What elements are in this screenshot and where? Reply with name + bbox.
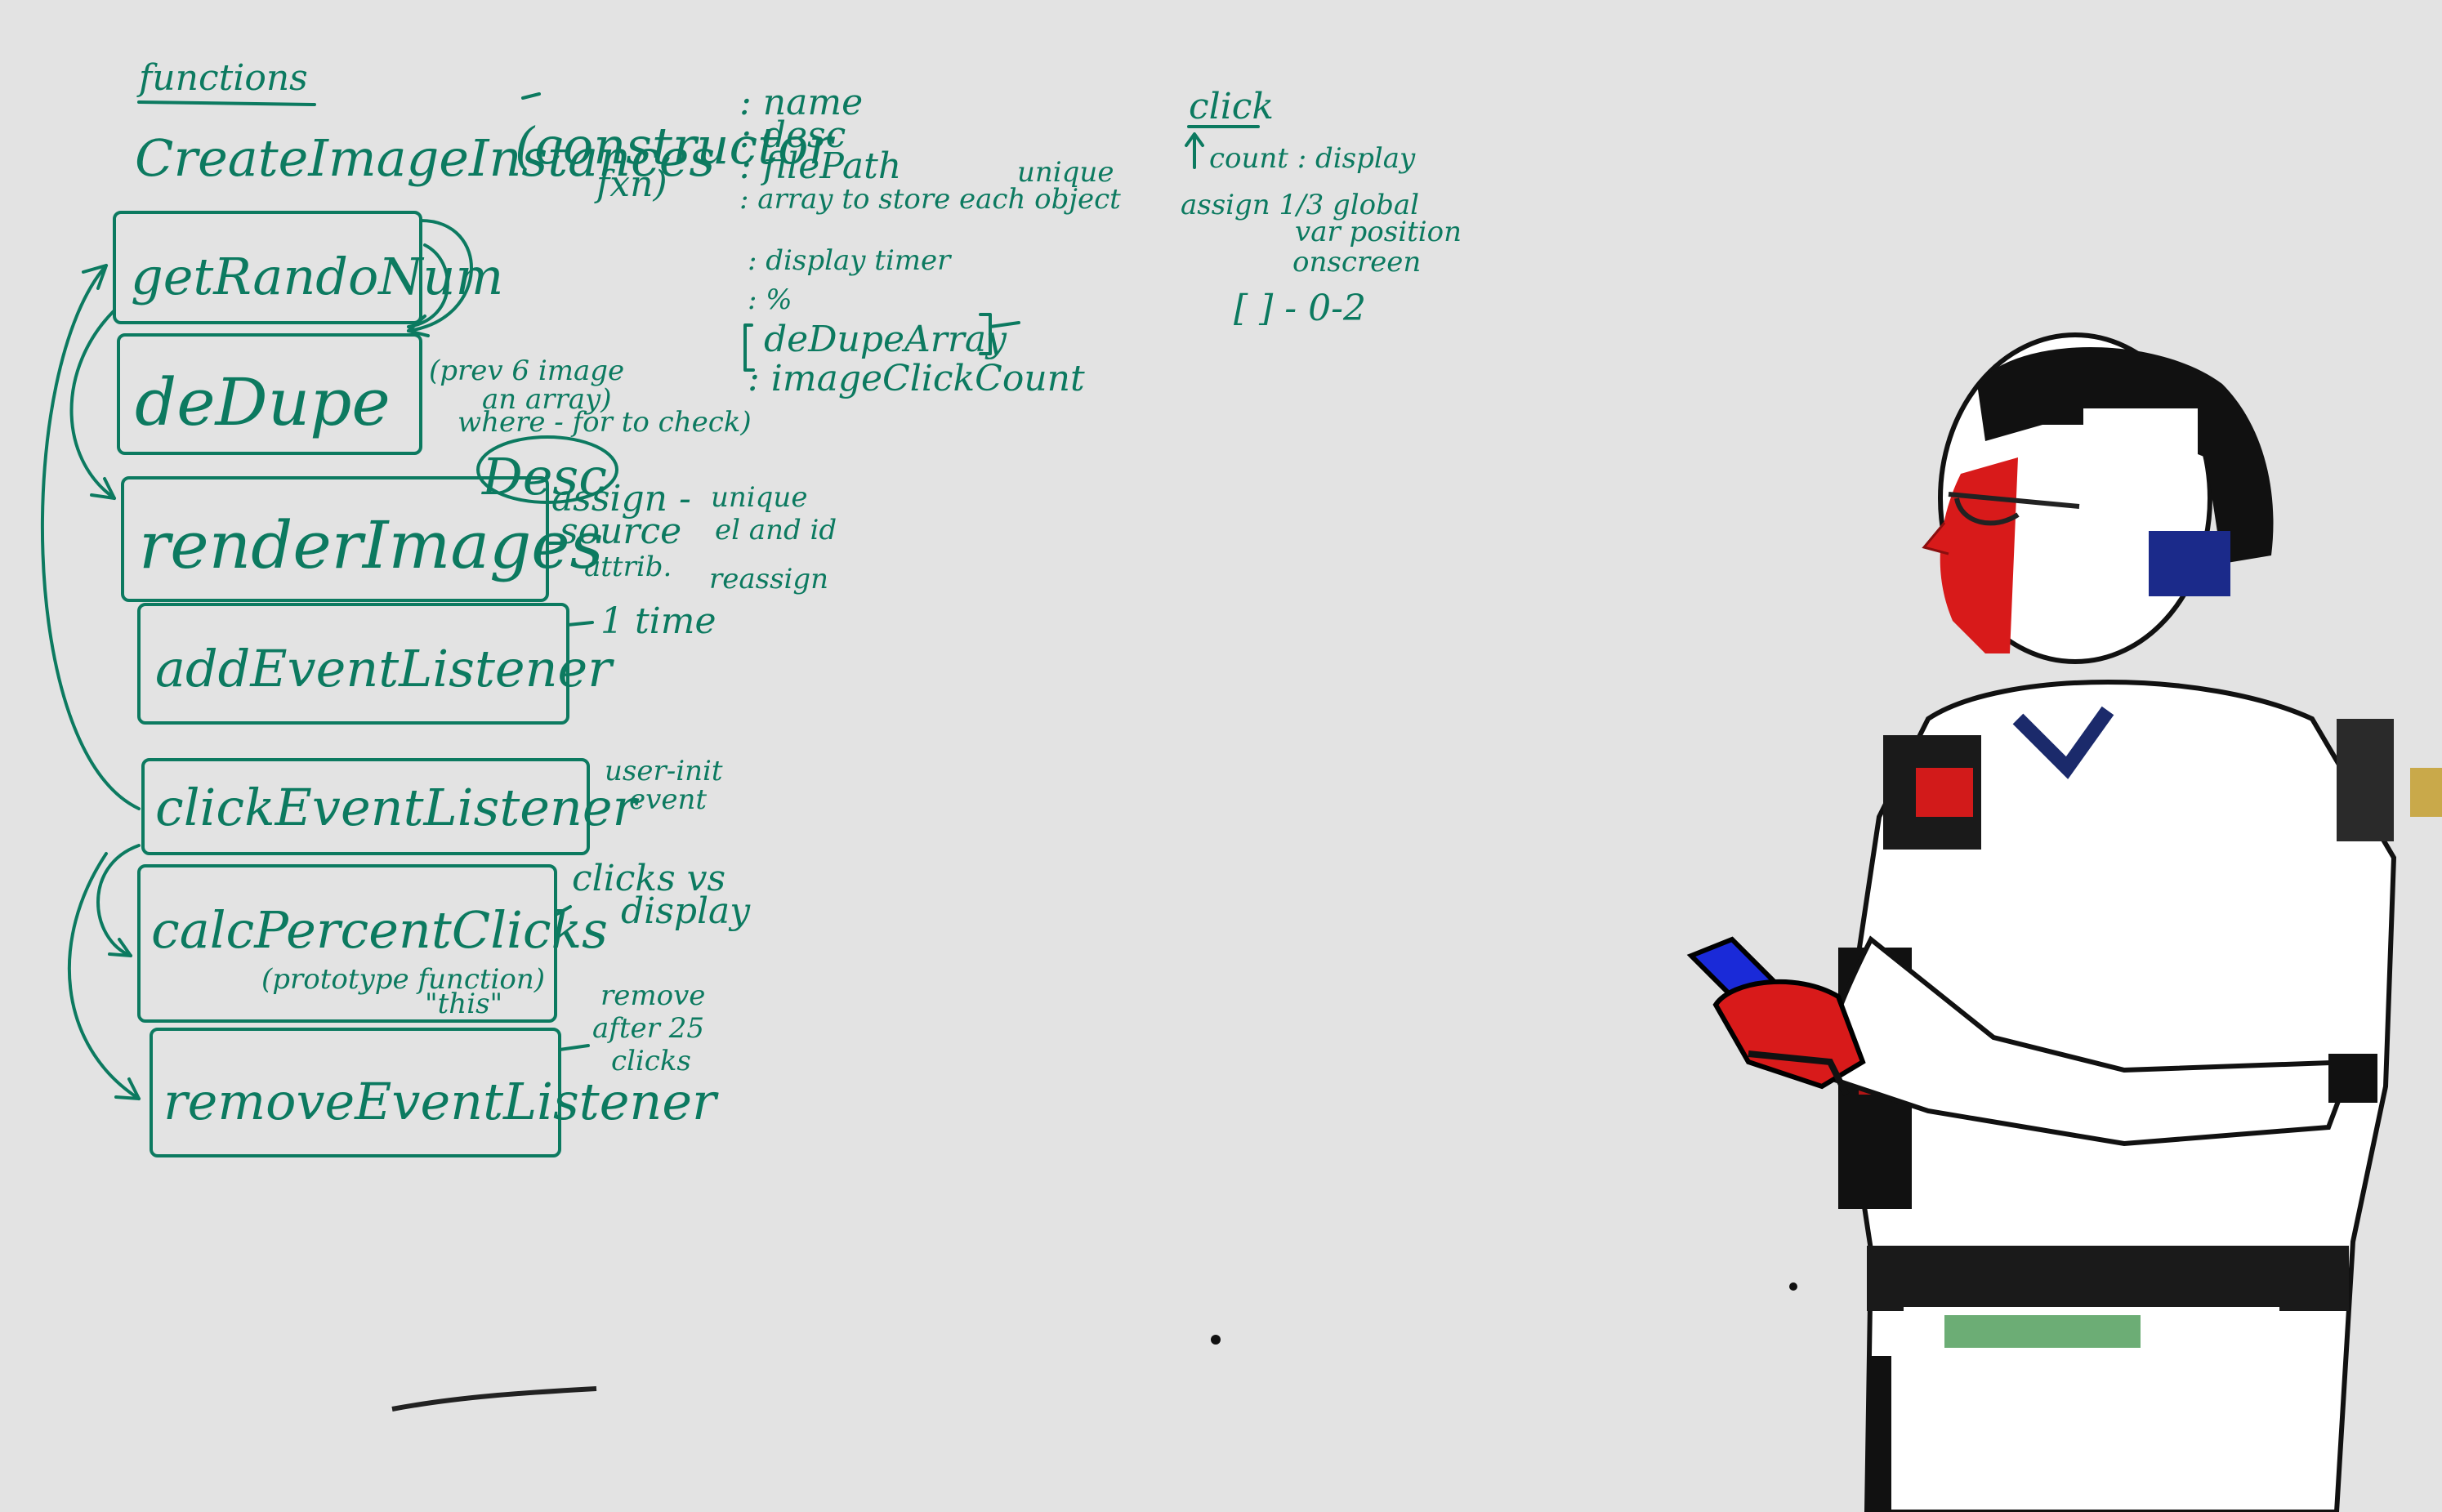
box-clickeventlistener (141, 758, 590, 855)
middle-item-array: : array to store each object (739, 183, 1121, 216)
wall-object (2410, 768, 2442, 817)
shirt-collar (2012, 706, 2114, 779)
box-getrandonum-label: getRandoNum (131, 247, 503, 306)
box-removeeventlistener-label: removeEventListener (163, 1072, 719, 1131)
right-line-2: assign 1/3 global (1181, 189, 1419, 221)
render-note-5: el and id (715, 514, 837, 546)
calc-note-2: display (621, 890, 751, 932)
flow-arrowhead-render (90, 477, 116, 500)
box-calcpercentclicks (137, 864, 557, 1023)
middle-item-desc: : desc (739, 114, 846, 156)
render-note-4: unique (711, 481, 807, 514)
hand-shadow (1748, 1050, 1850, 1096)
constructor-note-2: fxn) (594, 163, 667, 205)
arm-shadow (2328, 1054, 2377, 1103)
shirt-shadow-right (2337, 719, 2394, 841)
constructor-bracket-tick (521, 92, 541, 100)
loop-arrowhead (407, 314, 430, 337)
functions-heading: functions (136, 57, 308, 99)
render-note-6: reassign (709, 563, 828, 595)
box-clickeventlistener-label: clickEventListener (155, 778, 640, 837)
person-hands (1712, 979, 1866, 1090)
flow-arrowhead-rando (82, 264, 108, 290)
middle-image-click-count: : imageClickCount (748, 358, 1085, 399)
render-desc-circle (476, 435, 618, 504)
board-dot-1 (1211, 1335, 1221, 1345)
box-addeventlistener (137, 603, 569, 725)
click-note-1: user-init (605, 755, 723, 787)
middle-unique-note: unique (1017, 156, 1114, 189)
remove-note-3: clicks (611, 1045, 691, 1077)
ear-shadow (2149, 531, 2230, 596)
render-note-1: assign - (551, 478, 691, 520)
flow-arrow-click-to-remove (68, 852, 141, 1100)
dedupe-note-1: (prev 6 image (429, 355, 624, 387)
box-dedupe-label: deDupe (135, 364, 391, 440)
box-dedupe (117, 333, 422, 455)
middle-dedupe-array: deDupeArray (764, 319, 1007, 360)
remove-connector (558, 1044, 590, 1051)
render-note-3: attrib. (584, 551, 672, 583)
dedupe-note-3: where - for to check) (458, 406, 752, 439)
render-note-2: source (560, 511, 681, 552)
flow-arrowhead-calc (108, 938, 132, 957)
click-note-2: event (629, 783, 707, 816)
belt-highlight (1944, 1315, 2141, 1348)
box-calcpercentclicks-label: calcPercentClicks (151, 900, 608, 960)
flow-arrowhead-remove (114, 1077, 141, 1100)
flow-arrow-click-to-calc (96, 844, 141, 957)
person-belt (1867, 1246, 2349, 1311)
shirt-shadow-red-1 (1916, 768, 1973, 817)
loop-arrow-1 (407, 219, 473, 332)
remove-note-1: remove (600, 979, 705, 1012)
dedupe-array-bracket-left (743, 323, 755, 372)
right-line-1: count : display (1209, 142, 1416, 175)
person-hair (1977, 347, 2274, 564)
person-nose (1922, 522, 1949, 555)
board-dot-2 (1789, 1282, 1797, 1291)
box-renderimages (121, 476, 549, 602)
constructor-title: CreateImageInstances (135, 128, 715, 188)
box-renderimages-label: renderImages (139, 507, 604, 583)
right-click-heading: click (1189, 86, 1274, 127)
remove-note-2: after 25 (592, 1012, 704, 1045)
flow-arrow-click-to-rando (40, 264, 141, 810)
right-line-4: onscreen (1292, 246, 1421, 279)
box-getrandonum (113, 211, 422, 324)
middle-item-filepath: : filePath (739, 145, 901, 187)
middle-display-timer: : display timer (748, 244, 952, 277)
add-note: 1 time (600, 600, 717, 642)
middle-percent: : % (748, 283, 792, 316)
loop-arrow-2 (407, 243, 449, 328)
right-line-3: var position (1295, 216, 1462, 248)
calc-sub-2: "this" (425, 988, 502, 1020)
person-glasses (1948, 492, 2080, 526)
calc-note-1: clicks vs (572, 858, 725, 899)
flow-arrow-dedupe-to-render (69, 309, 116, 500)
middle-item-name: : name (739, 82, 863, 123)
hair-highlight (2083, 408, 2198, 498)
board-smudge (391, 1386, 597, 1412)
count-up-arrow-icon (1185, 132, 1204, 169)
dedupe-note-2: an array) (482, 383, 612, 416)
calc-connector (554, 905, 572, 917)
dedupe-array-bracket-right (979, 313, 1020, 355)
calc-sub-1: (prototype function) (261, 963, 545, 996)
box-removeeventlistener (150, 1028, 561, 1157)
right-line-5: [ ] - 0-2 (1234, 288, 1366, 329)
box-addeventlistener-label: addEventListener (155, 639, 614, 698)
constructor-note-1: (constructor (515, 116, 835, 176)
person-figure (1686, 332, 2397, 1512)
add-connector (566, 621, 594, 627)
pants-shadow (1867, 1356, 1891, 1512)
functions-heading-underline (137, 100, 316, 106)
